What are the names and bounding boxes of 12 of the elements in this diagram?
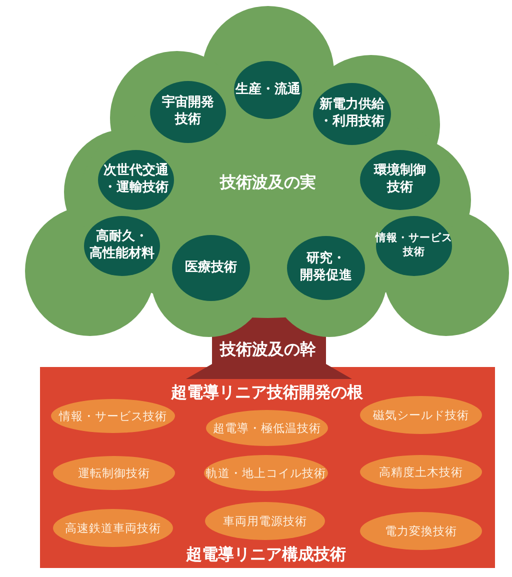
- root-ellipse: 電力変換技術: [360, 512, 482, 550]
- root-panel: [40, 367, 495, 568]
- trunk-label: 技術波及の幹: [220, 340, 316, 360]
- panel-caption: 超電導リニア構成技術: [186, 544, 346, 566]
- root-ellipse: 超電導・極低温技術: [206, 410, 328, 446]
- root-ellipse: 運転制御技術: [53, 456, 175, 490]
- root-ellipse: 情報・サービス技術: [51, 399, 175, 433]
- root-ellipse: 高速鉄道車両技術: [53, 509, 173, 547]
- root-ellipse: 高精度土木技術: [360, 455, 482, 489]
- crown-label: 技術波及の実: [220, 172, 316, 194]
- root-ellipse: 車両用電源技術: [205, 502, 325, 540]
- root-ellipse: 軌道・地上コイル技術: [204, 455, 328, 491]
